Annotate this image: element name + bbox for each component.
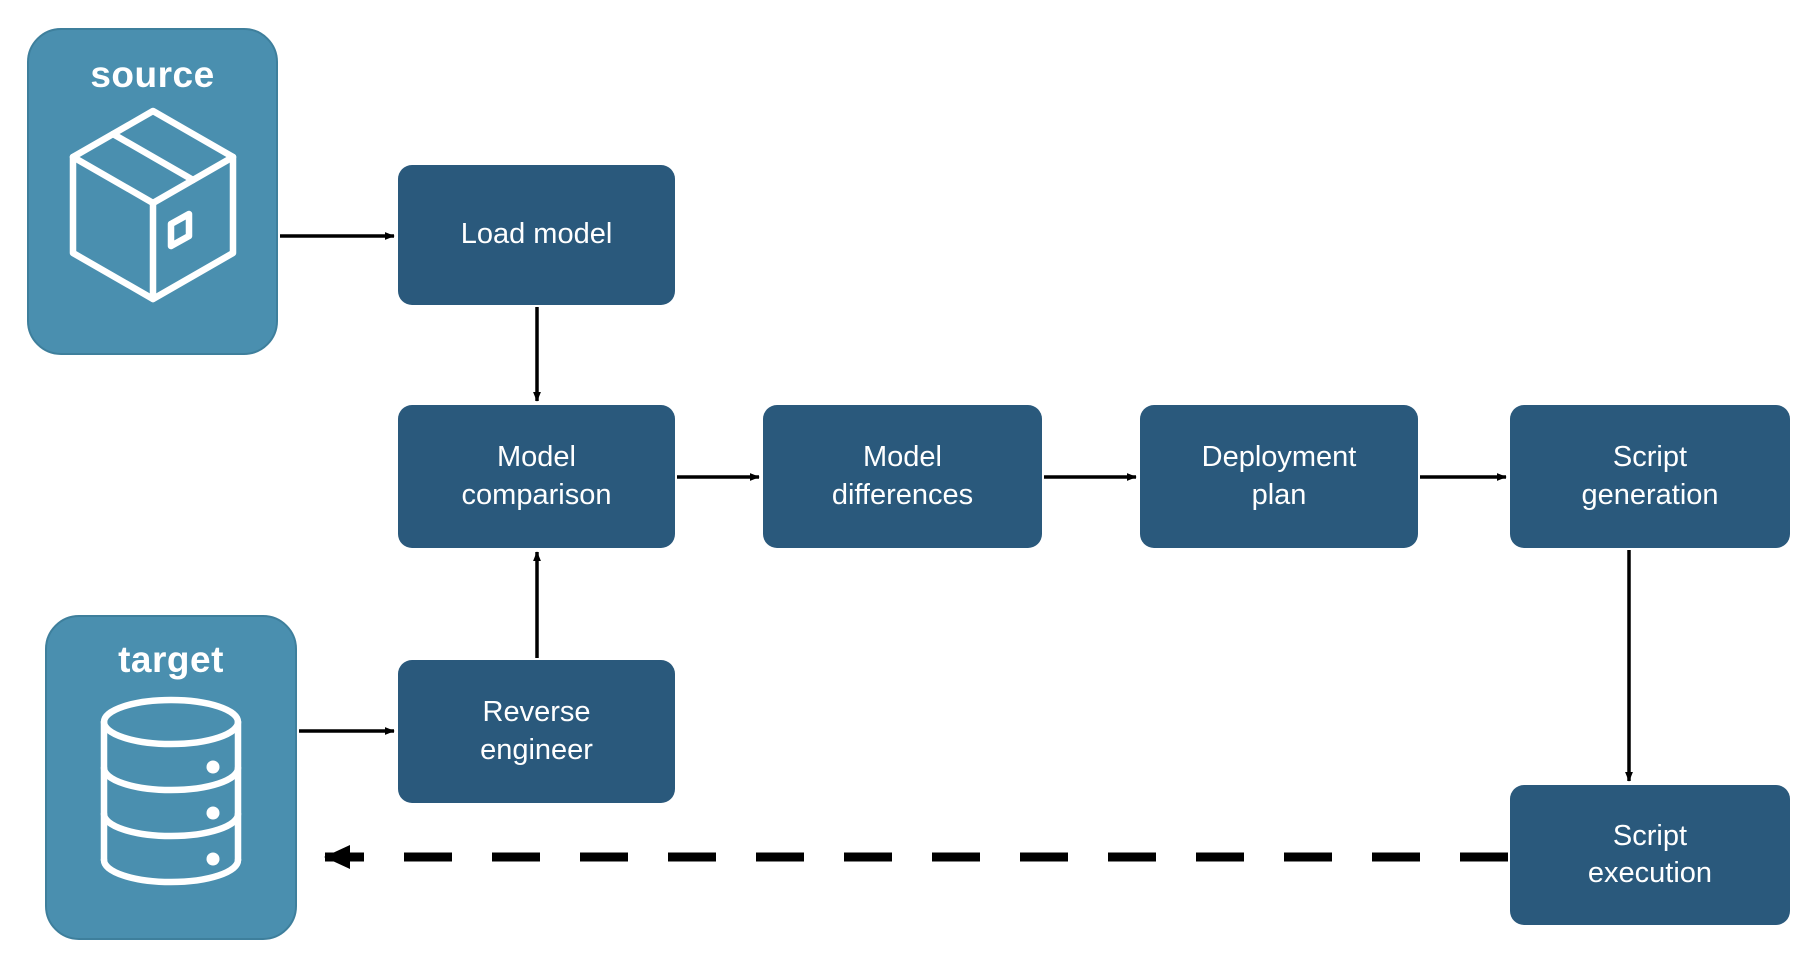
process-box-script-execution[interactable]: Script execution	[1510, 785, 1790, 925]
process-box-deployment-plan-label: Deployment plan	[1201, 441, 1357, 511]
process-box-model-comparison-label: Model comparison	[461, 441, 612, 511]
process-box-reverse-engineer-label: Reverse engineer	[480, 696, 593, 766]
endpoint-source-label: source	[90, 54, 215, 95]
process-box-load-model[interactable]: Load model	[398, 165, 675, 305]
endpoint-target[interactable]: target	[45, 615, 297, 940]
package-box-icon	[67, 105, 239, 310]
process-box-model-differences[interactable]: Model differences	[763, 405, 1042, 548]
process-box-deployment-plan[interactable]: Deployment plan	[1140, 405, 1418, 548]
database-cylinder-icon	[96, 694, 246, 893]
process-box-model-comparison[interactable]: Model comparison	[398, 405, 675, 548]
endpoint-source[interactable]: source	[27, 28, 278, 355]
process-box-script-execution-label: Script execution	[1587, 819, 1713, 889]
endpoint-target-label: target	[118, 639, 224, 680]
process-box-script-generation[interactable]: Script generation	[1510, 405, 1790, 548]
process-box-load-model-label: Load model	[460, 218, 613, 251]
process-box-reverse-engineer[interactable]: Reverse engineer	[398, 660, 675, 803]
process-box-script-generation-label: Script generation	[1581, 441, 1719, 511]
process-box-model-differences-label: Model differences	[831, 441, 974, 511]
